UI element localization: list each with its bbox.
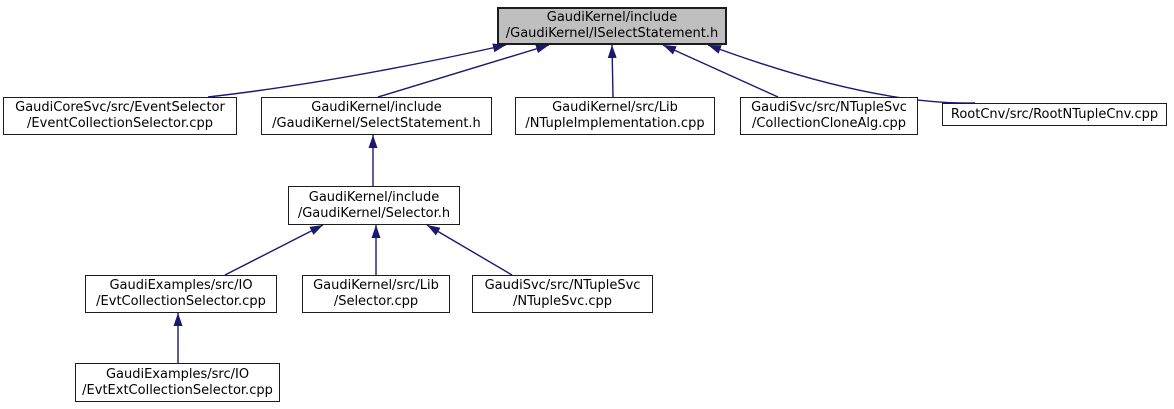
graph-edge-evtcollectionselector-to-selector_h [224,224,324,276]
graph-edge-selectstatement-to-iselectstatement [377,44,550,98]
graph-node-selector-h[interactable]: GaudiKernel/include /GaudiKernel/Selecto… [288,186,460,225]
graph-node-ntuplesvc-cpp[interactable]: GaudiSvc/src/NTupleSvc /NTupleSvc.cpp [472,275,653,313]
graph-node-rootntuplecnv-cpp[interactable]: RootCnv/src/RootNTupleCnv.cpp [942,103,1167,126]
graph-node-iselectstatement-h: GaudiKernel/include /GaudiKernel/ISelect… [497,7,727,45]
graph-edge-ntupleimplementation-to-iselectstatement [607,44,617,98]
graph-node-evtextcollectionselector-cpp[interactable]: GaudiExamples/src/IO /EvtExtCollectionSe… [75,363,280,402]
graph-node-selector-cpp[interactable]: GaudiKernel/src/Lib /Selector.cpp [302,275,450,313]
graph-edge-rootntuplecnv-to-iselectstatement [707,44,976,104]
graph-node-eventcollectionselector-cpp[interactable]: GaudiCoreSvc/src/EventSelector /EventCol… [3,97,237,135]
graph-node-ntupleimplementation-cpp[interactable]: GaudiKernel/src/Lib /NTupleImplementatio… [515,97,715,135]
graph-node-selectstatement-h[interactable]: GaudiKernel/include /GaudiKernel/SelectS… [261,97,492,135]
graph-edge-ntuplesvc-to-selector_h [426,224,513,276]
graph-node-collectionclonealg-cpp[interactable]: GaudiSvc/src/NTupleSvc /CollectionCloneA… [740,97,918,135]
graph-node-evtcollectionselector-cpp[interactable]: GaudiExamples/src/IO /EvtCollectionSelec… [85,275,277,313]
graph-edge-eventcollectionselector-to-iselectstatement [207,43,507,98]
graph-edge-collectionclonealg-to-iselectstatement [662,44,779,98]
